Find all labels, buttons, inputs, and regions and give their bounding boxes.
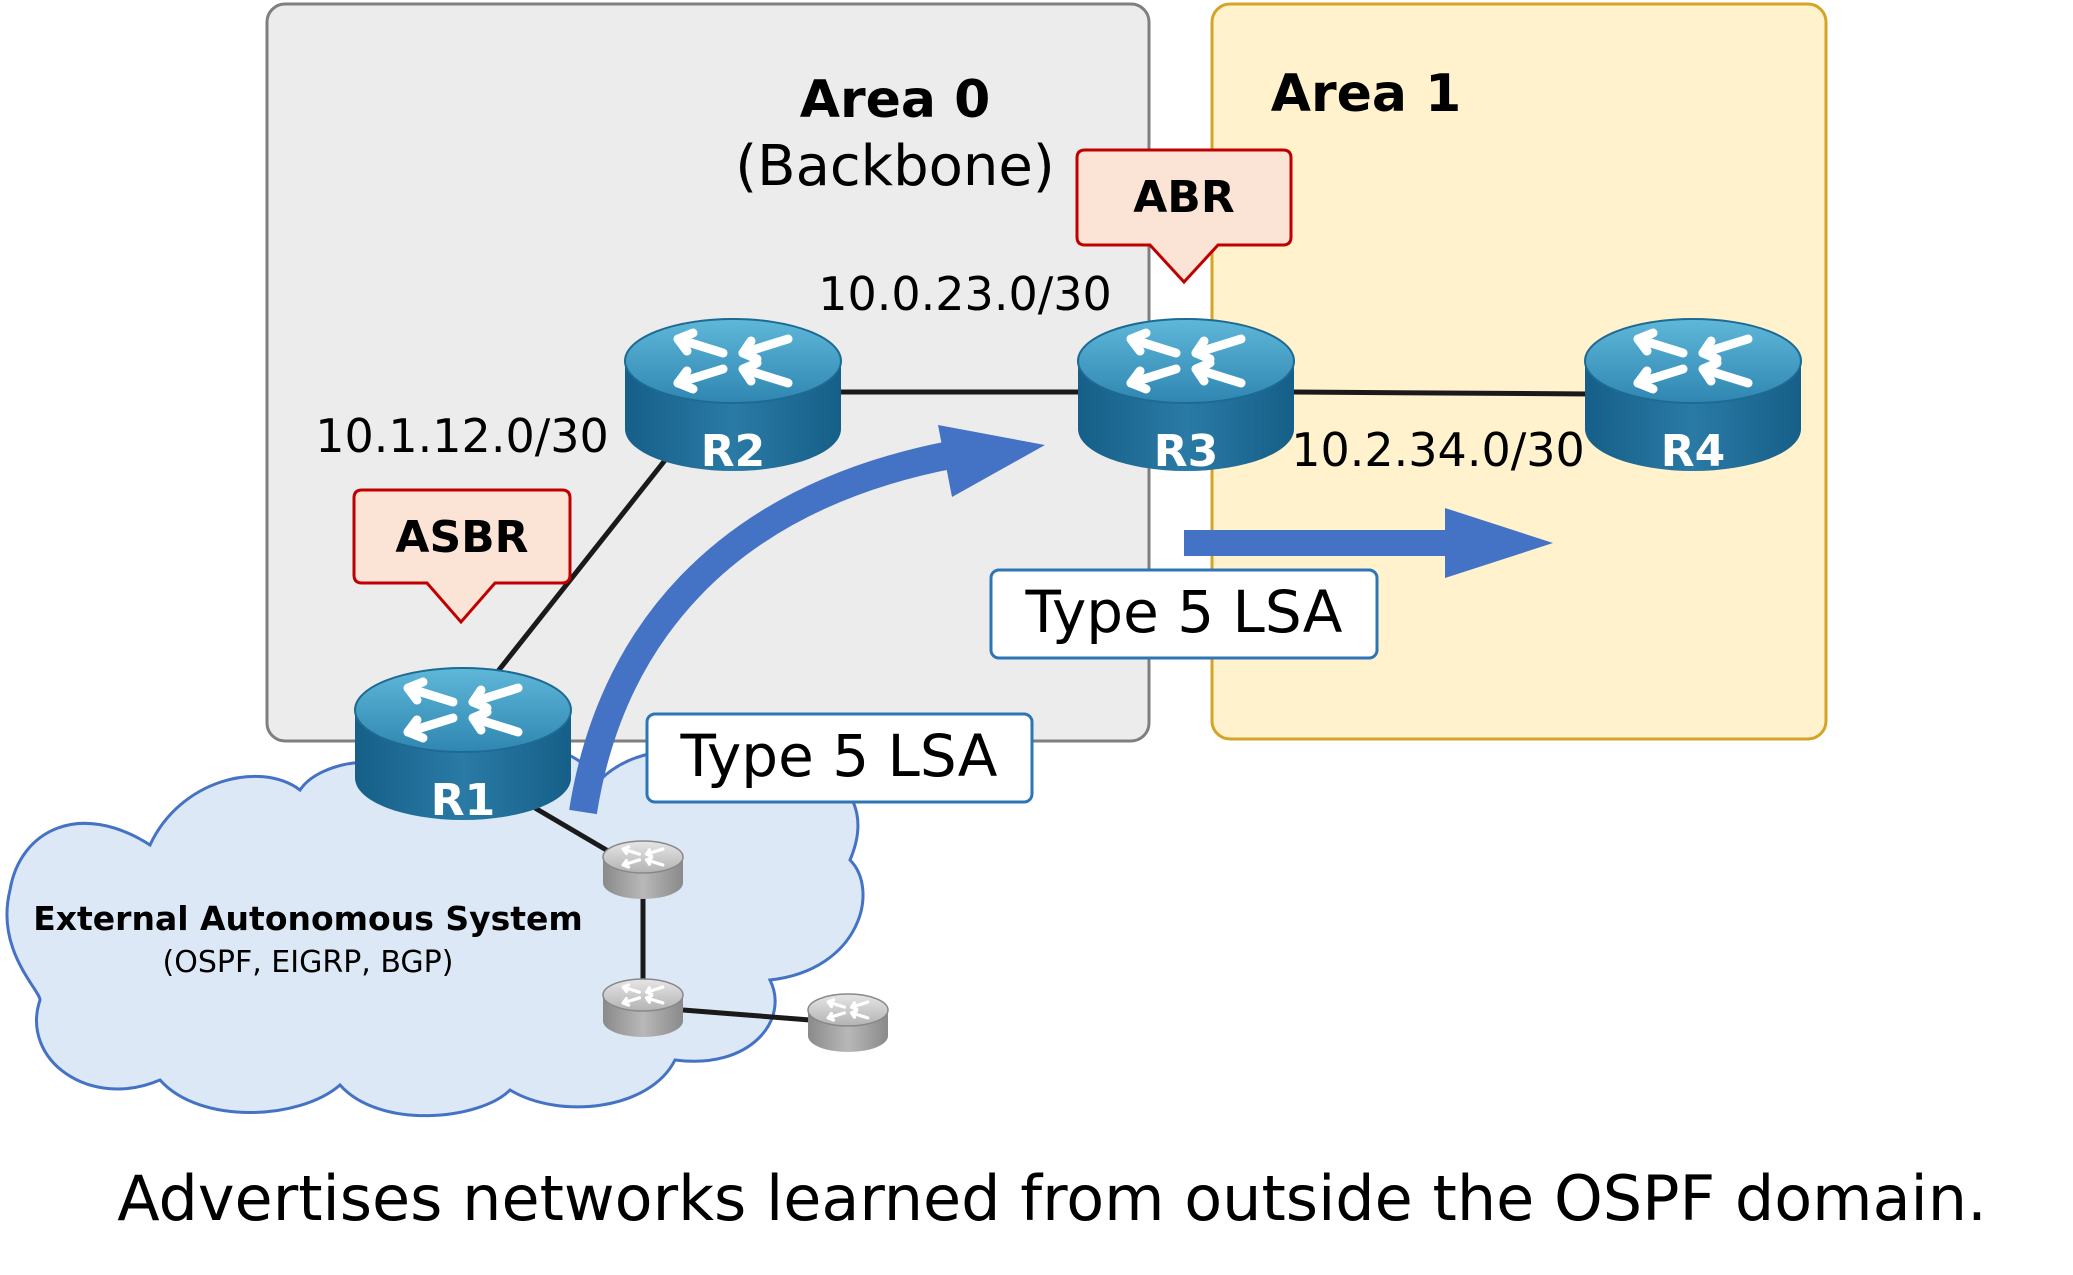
router-r4-label: R4: [1661, 426, 1726, 477]
caption: Advertises networks learned from outside…: [117, 1162, 1987, 1235]
external-as-title: External Autonomous System: [33, 899, 583, 938]
area-0-subtitle: (Backbone): [735, 134, 1054, 199]
link-label-r2-r3: 10.0.23.0/30: [818, 267, 1112, 321]
router-icon: [603, 841, 683, 899]
external-router-b[interactable]: [603, 979, 683, 1037]
lsa-label-box-2: Type 5 LSA: [989, 568, 1379, 660]
abr-callout: ABR: [1075, 148, 1293, 285]
router-r1-label: R1: [431, 775, 496, 826]
lsa-label-2: Type 5 LSA: [1025, 578, 1343, 646]
lsa-label-1: Type 5 LSA: [680, 722, 998, 790]
link-r1-ext: [533, 805, 622, 861]
link-label-r1-r2: 10.1.12.0/30: [315, 409, 609, 463]
router-r1[interactable]: R1: [355, 668, 571, 826]
router-icon: [808, 994, 888, 1052]
area-0-title: Area 0: [800, 70, 991, 130]
arrow-icon: [569, 441, 953, 815]
lsa-label-box-1: Type 5 LSA: [645, 712, 1034, 804]
lsa-flow-arrow-1: [569, 425, 1045, 815]
router-icon: [603, 979, 683, 1037]
link-r1-r2: [493, 433, 687, 677]
router-r3[interactable]: R3: [1078, 319, 1294, 477]
router-r3-label: R3: [1154, 426, 1219, 477]
asbr-callout: ASBR: [352, 488, 572, 625]
area-1-title: Area 1: [1271, 64, 1462, 124]
router-r2[interactable]: R2: [625, 319, 841, 477]
asbr-label: ASBR: [395, 512, 528, 563]
callout-icon: [1075, 148, 1293, 285]
arrow-head: [1445, 508, 1553, 578]
arrow-head: [938, 425, 1045, 497]
external-router-a[interactable]: [603, 841, 683, 899]
external-as-protocols: (OSPF, EIGRP, BGP): [163, 945, 454, 980]
link-r3-r4: [1293, 389, 1591, 397]
abr-label: ABR: [1133, 172, 1234, 223]
router-r4[interactable]: R4: [1585, 319, 1801, 477]
lsa-flow-arrow-2: [1184, 508, 1553, 578]
link-ext-b-c: [682, 1007, 811, 1023]
arrow-icon: [1184, 530, 1450, 556]
router-r2-label: R2: [701, 426, 766, 477]
callout-icon: [352, 488, 572, 625]
link-label-r3-r4: 10.2.34.0/30: [1291, 423, 1585, 477]
external-router-c[interactable]: [808, 994, 888, 1052]
